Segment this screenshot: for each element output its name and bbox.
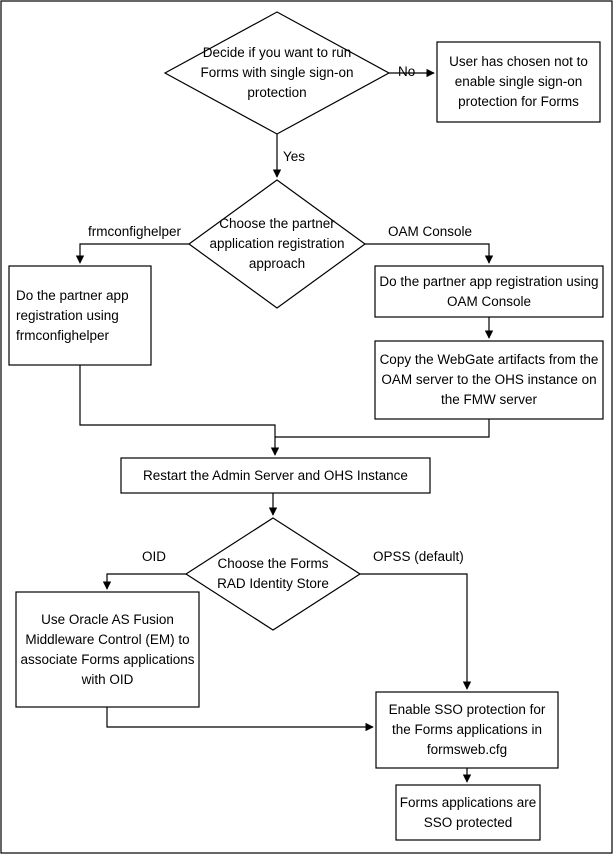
register-frmconfighelper-text: Do the partner app registration using fr… bbox=[16, 287, 129, 343]
arrow-from-frmconfighelper bbox=[79, 365, 280, 456]
box-copy-webgate bbox=[374, 340, 604, 420]
line-from-copy-webgate bbox=[275, 419, 490, 438]
decision-identity-store bbox=[184, 517, 362, 631]
arrow-oam-console bbox=[365, 243, 494, 264]
box-register-oam-console bbox=[374, 265, 604, 318]
arrow-opss bbox=[360, 573, 472, 690]
box-enable-sso bbox=[375, 691, 559, 769]
box-use-em bbox=[15, 591, 200, 708]
edge-label-yes: Yes bbox=[283, 149, 306, 164]
edge-label-opss: OPSS (default) bbox=[373, 549, 464, 564]
edge-label-oid: OID bbox=[142, 549, 167, 564]
box-protected bbox=[395, 784, 541, 841]
enable-sso-text: Enable SSO protection for the Forms appl… bbox=[388, 702, 546, 757]
decision-registration-approach bbox=[187, 179, 367, 309]
box-register-frmconfighelper bbox=[8, 265, 152, 366]
arrow-from-em bbox=[106, 707, 374, 732]
edge-label-frmconfighelper: frmconfighelper bbox=[88, 224, 182, 239]
copy-webgate-text: Copy the WebGate artifacts from the OAM … bbox=[379, 352, 599, 407]
identity-store-text: Choose the Forms RAD Identity Store bbox=[217, 556, 329, 591]
edge-label-no: No bbox=[398, 64, 416, 79]
decision-run-sso-text: Decide if you want to run Forms with sin… bbox=[200, 45, 354, 100]
box-restart bbox=[120, 457, 431, 494]
registration-approach-text: Choose the partner application registrat… bbox=[209, 216, 345, 271]
register-oam-console-text: Do the partner app registration using OA… bbox=[379, 273, 599, 309]
use-em-text: Use Oracle AS Fusion Middleware Control … bbox=[20, 612, 195, 687]
box-not-enabled bbox=[436, 41, 601, 123]
protected-text: Forms applications are SSO protected bbox=[399, 794, 537, 830]
restart-text: Restart the Admin Server and OHS Instanc… bbox=[143, 467, 408, 483]
arrow-frmconfighelper bbox=[75, 243, 189, 264]
arrow-oid bbox=[102, 573, 186, 590]
not-enabled-text: User has chosen not to enable single sig… bbox=[449, 54, 588, 109]
edge-label-oam-console: OAM Console bbox=[388, 224, 473, 239]
